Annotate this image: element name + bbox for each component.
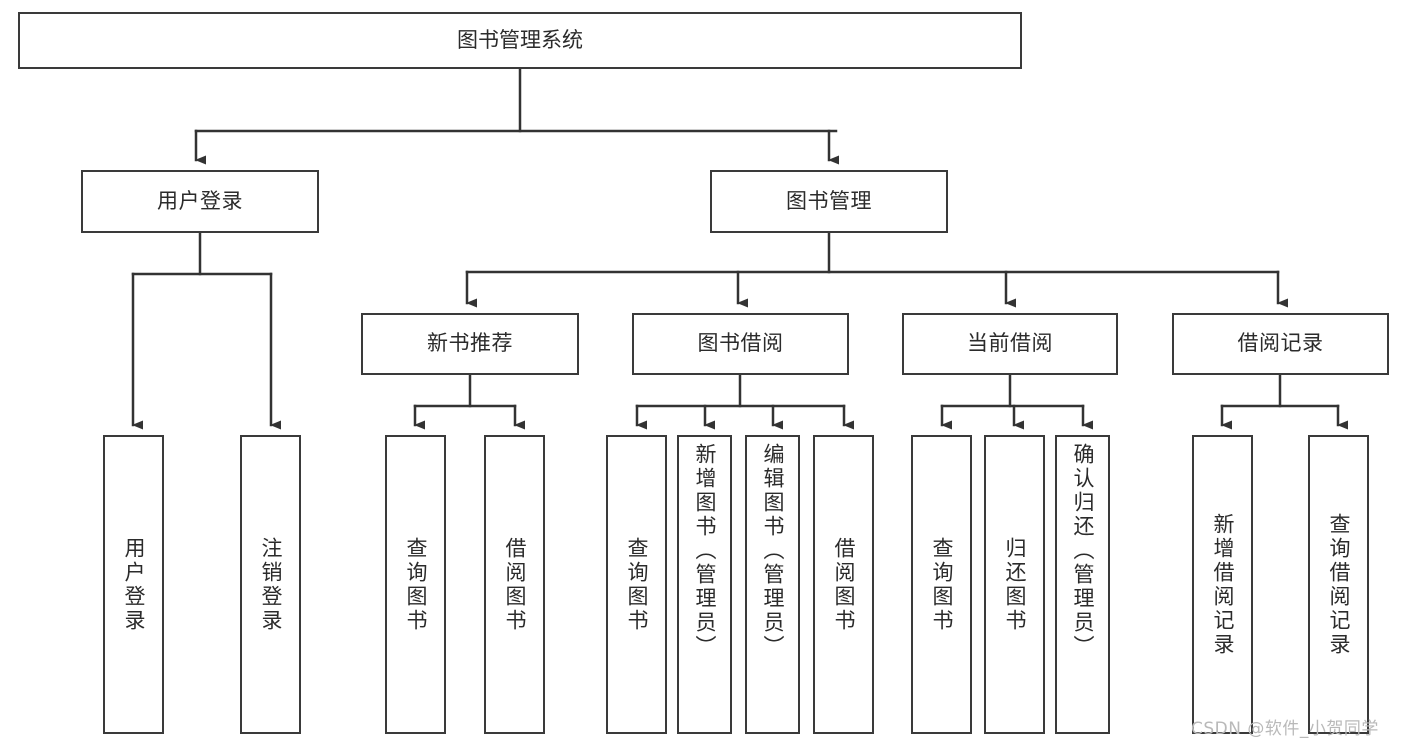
node-leaf-add-record[interactable]: 新增借阅记录 [1192,435,1253,734]
node-current-borrow-label: 当前借阅 [967,331,1053,356]
node-leaf-confirm-return[interactable]: 确认归还（管理员） [1055,435,1110,734]
node-leaf-user-logout-label: 注销登录 [259,536,283,633]
node-leaf-borrow-book-1[interactable]: 借阅图书 [484,435,545,734]
node-leaf-add-record-label: 新增借阅记录 [1211,512,1235,657]
node-root-label: 图书管理系统 [457,27,583,52]
node-leaf-borrow-book-2-label: 借阅图书 [832,536,856,633]
node-root[interactable]: 图书管理系统 [18,12,1022,69]
node-leaf-query-record-label: 查询借阅记录 [1327,512,1351,657]
node-leaf-query-record[interactable]: 查询借阅记录 [1308,435,1369,734]
node-leaf-user-login[interactable]: 用户登录 [103,435,164,734]
node-new-book-recommend[interactable]: 新书推荐 [361,313,579,375]
node-leaf-borrow-book-1-label: 借阅图书 [503,536,527,633]
node-leaf-query-book-3-label: 查询图书 [930,536,954,633]
node-leaf-query-book-2[interactable]: 查询图书 [606,435,667,734]
node-book-borrow[interactable]: 图书借阅 [632,313,849,375]
node-borrow-record-label: 借阅记录 [1237,331,1324,356]
node-user-login-label: 用户登录 [157,188,243,213]
node-leaf-confirm-return-label: 确认归还（管理员） [1071,443,1095,659]
node-leaf-query-book-3[interactable]: 查询图书 [911,435,972,734]
node-book-manage[interactable]: 图书管理 [710,170,948,233]
node-leaf-borrow-book-2[interactable]: 借阅图书 [813,435,874,734]
node-leaf-return-book[interactable]: 归还图书 [984,435,1045,734]
node-leaf-user-login-label: 用户登录 [122,536,146,633]
node-leaf-add-book-label: 新增图书（管理员） [693,443,717,659]
node-leaf-add-book[interactable]: 新增图书（管理员） [677,435,732,734]
node-user-login[interactable]: 用户登录 [81,170,319,233]
node-leaf-query-book-2-label: 查询图书 [625,536,649,633]
watermark-text: CSDN @软件_小贺同学 [1191,719,1379,739]
node-leaf-user-logout[interactable]: 注销登录 [240,435,301,734]
node-book-borrow-label: 图书借阅 [697,331,784,356]
node-new-book-recommend-label: 新书推荐 [427,331,513,356]
node-borrow-record[interactable]: 借阅记录 [1172,313,1389,375]
node-current-borrow[interactable]: 当前借阅 [902,313,1118,375]
node-leaf-return-book-label: 归还图书 [1003,536,1027,633]
node-leaf-query-book-1-label: 查询图书 [404,536,428,633]
node-leaf-edit-book-label: 编辑图书（管理员） [761,443,785,659]
node-leaf-query-book-1[interactable]: 查询图书 [385,435,446,734]
node-leaf-edit-book[interactable]: 编辑图书（管理员） [745,435,800,734]
node-book-manage-label: 图书管理 [786,188,872,213]
